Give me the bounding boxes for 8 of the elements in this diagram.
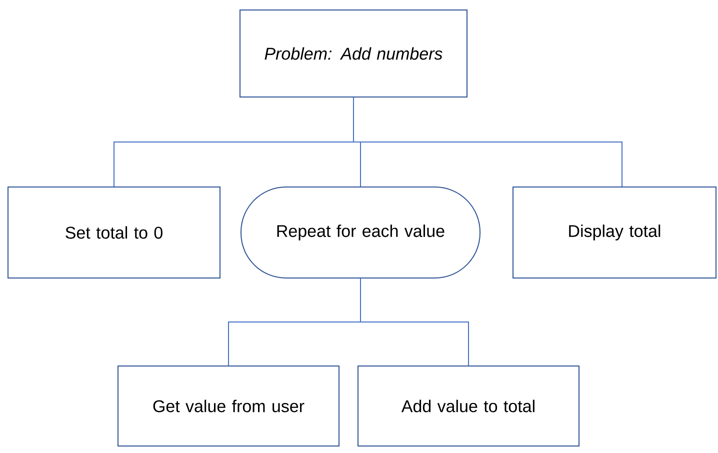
process-box: Set total to 0: [8, 186, 220, 278]
connector: [360, 278, 469, 366]
connector: [353, 97, 622, 187]
process-box: Get value from user: [118, 366, 340, 446]
process-box: Add value to total: [358, 366, 580, 446]
process-box: Problem: Add numbers: [240, 10, 468, 98]
process-box: Display total: [512, 186, 716, 278]
loop-terminal: Repeat for each value: [240, 186, 480, 278]
